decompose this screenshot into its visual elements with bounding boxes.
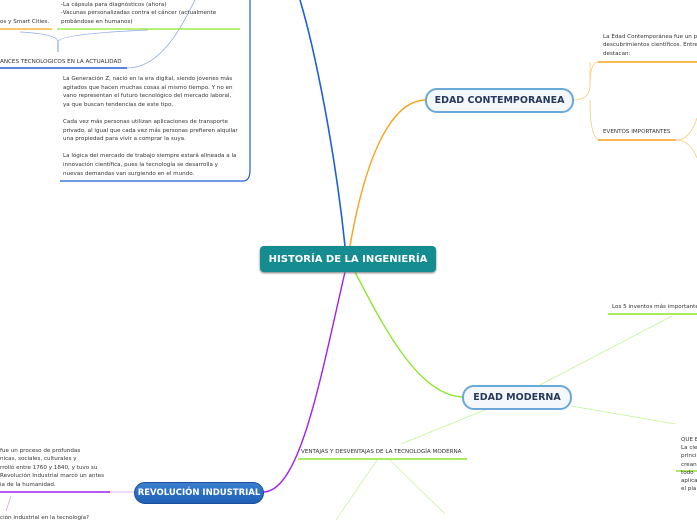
ventajas-desventajas[interactable]: VENTAJAS Y DESVENTAJAS DE LA TECNOLOGÍA … bbox=[301, 449, 462, 455]
line-contemporanea bbox=[349, 99, 427, 247]
capsula-text: -La cápsula para diagnósticos (ahora)-Va… bbox=[61, 2, 217, 25]
avances-title[interactable]: ANCES TECNOLOGICOS EN LA ACTUALIDAD bbox=[0, 59, 122, 65]
central-node[interactable]: HISTORÍA DE LA INGENIERÍA bbox=[260, 246, 436, 272]
line-actualidad bbox=[299, 0, 346, 247]
smart-cities-text: os y Smart Cities. bbox=[0, 19, 50, 25]
line-moderna bbox=[354, 271, 465, 398]
node-edad-moderna[interactable]: EDAD MODERNA bbox=[462, 385, 572, 410]
line-revolucion bbox=[262, 271, 346, 493]
eventos-importantes[interactable]: EVENTOS IMPORTANTES bbox=[603, 129, 671, 135]
node-edad-contemporanea[interactable]: EDAD CONTEMPORANEA bbox=[425, 88, 574, 113]
inventos-text[interactable]: Los 5 inventos más importante bbox=[612, 304, 697, 310]
node-revolucion-industrial[interactable]: REVOLUCIÓN INDUSTRIAL bbox=[134, 482, 264, 504]
generacion-z-text: La Generación Z, nació en la era digital… bbox=[63, 76, 238, 177]
revolucion-pregunta[interactable]: ción industrial en la tecnología? bbox=[0, 515, 89, 521]
